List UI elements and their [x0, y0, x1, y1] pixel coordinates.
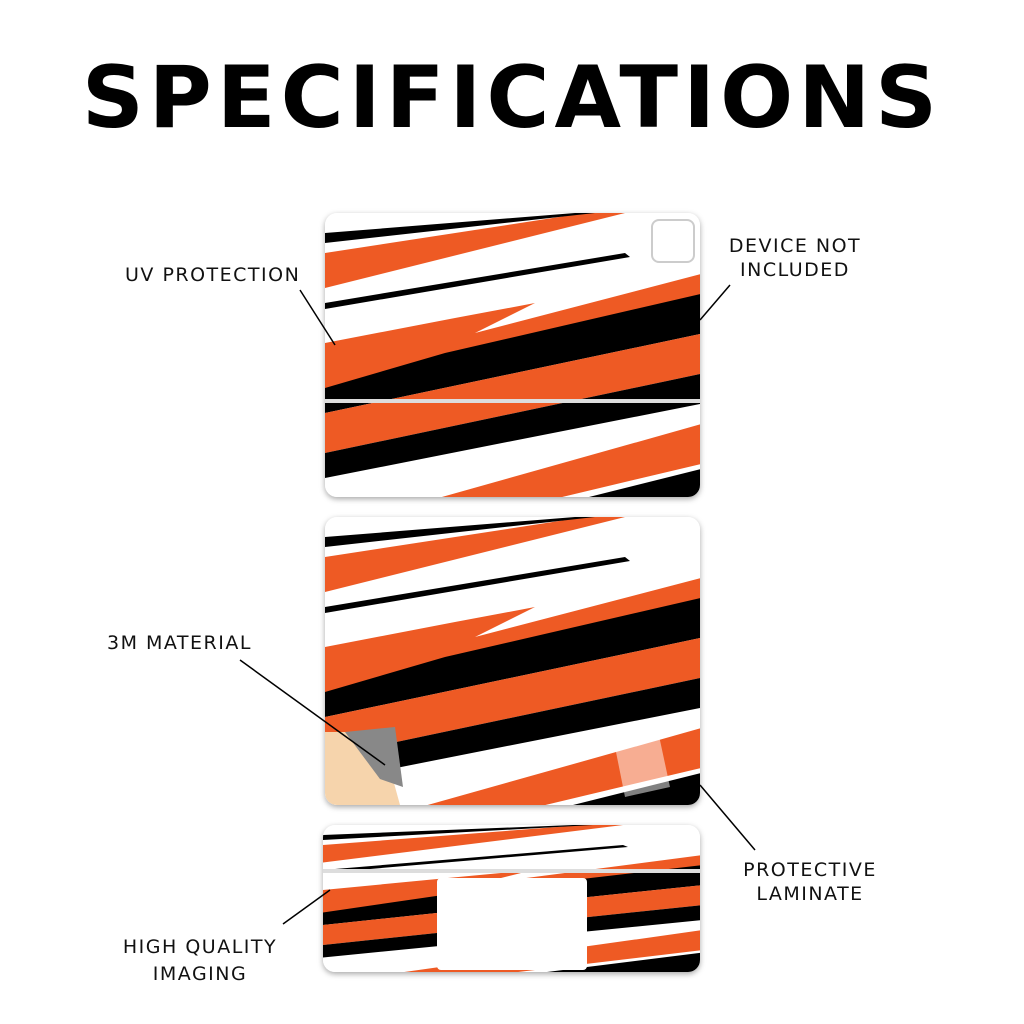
leader-line-imaging: [282, 889, 331, 925]
leader-line-uv: [299, 289, 336, 346]
label-line: HIGH QUALITY: [122, 936, 278, 958]
label-uv-protection: UV PROTECTION: [125, 264, 301, 286]
label-device-not-included: DEVICE NOT INCLUDED: [725, 234, 865, 282]
panel-divider: [325, 399, 700, 403]
leader-line-laminate: [699, 784, 756, 851]
label-line: DEVICE NOT: [728, 235, 862, 257]
top-skin-panel: [325, 213, 700, 497]
label-line: INCLUDED: [740, 259, 850, 281]
trackpad-cutout: [437, 878, 587, 970]
label-line: IMAGING: [152, 963, 248, 985]
panel-divider: [323, 869, 700, 873]
label-line: PROTECTIVE: [743, 859, 877, 881]
camera-cutout: [651, 219, 695, 263]
leader-line-device: [699, 284, 731, 321]
middle-skin-panel: [325, 517, 700, 805]
page-title: SPECIFICATIONS: [81, 48, 943, 148]
label-protective-laminate: PROTECTIVE LAMINATE: [730, 858, 890, 906]
label-line: LAMINATE: [756, 883, 864, 905]
bottom-skin-panel: [323, 825, 700, 972]
label-3m-material: 3M MATERIAL: [107, 632, 252, 654]
label-high-quality-imaging: HIGH QUALITY IMAGING: [100, 934, 300, 988]
leader-line-material: [239, 659, 386, 766]
laminate-sheen: [615, 717, 670, 797]
